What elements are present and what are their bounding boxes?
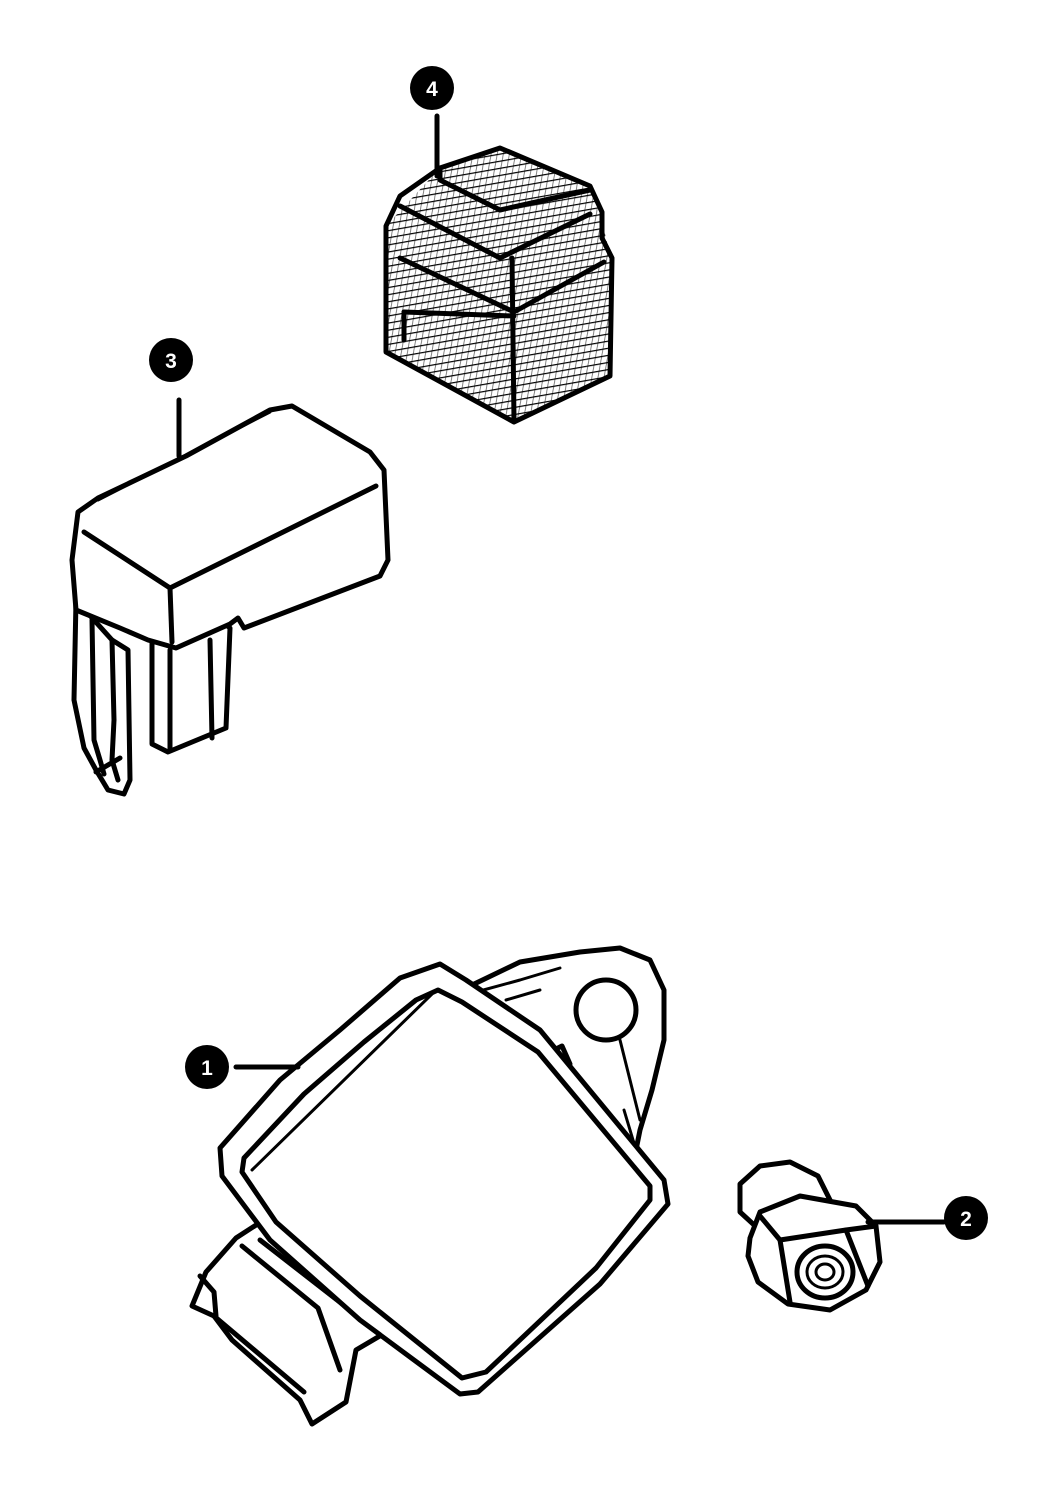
part-1-sensor-module: [189, 945, 671, 1427]
callout-4: 4: [410, 66, 454, 110]
callout-3-label: 3: [165, 350, 177, 373]
callout-3: 3: [149, 338, 193, 382]
part-2-hex-nut: [737, 1159, 947, 1313]
callout-4-label: 4: [426, 78, 438, 101]
callout-1: 1: [185, 1045, 229, 1089]
part-3-relay: [69, 397, 391, 797]
callout-2-label: 2: [960, 1208, 972, 1231]
callout-1-label: 1: [201, 1057, 213, 1080]
callout-2: 2: [944, 1196, 988, 1240]
part-4-relay-cover: [383, 113, 615, 425]
